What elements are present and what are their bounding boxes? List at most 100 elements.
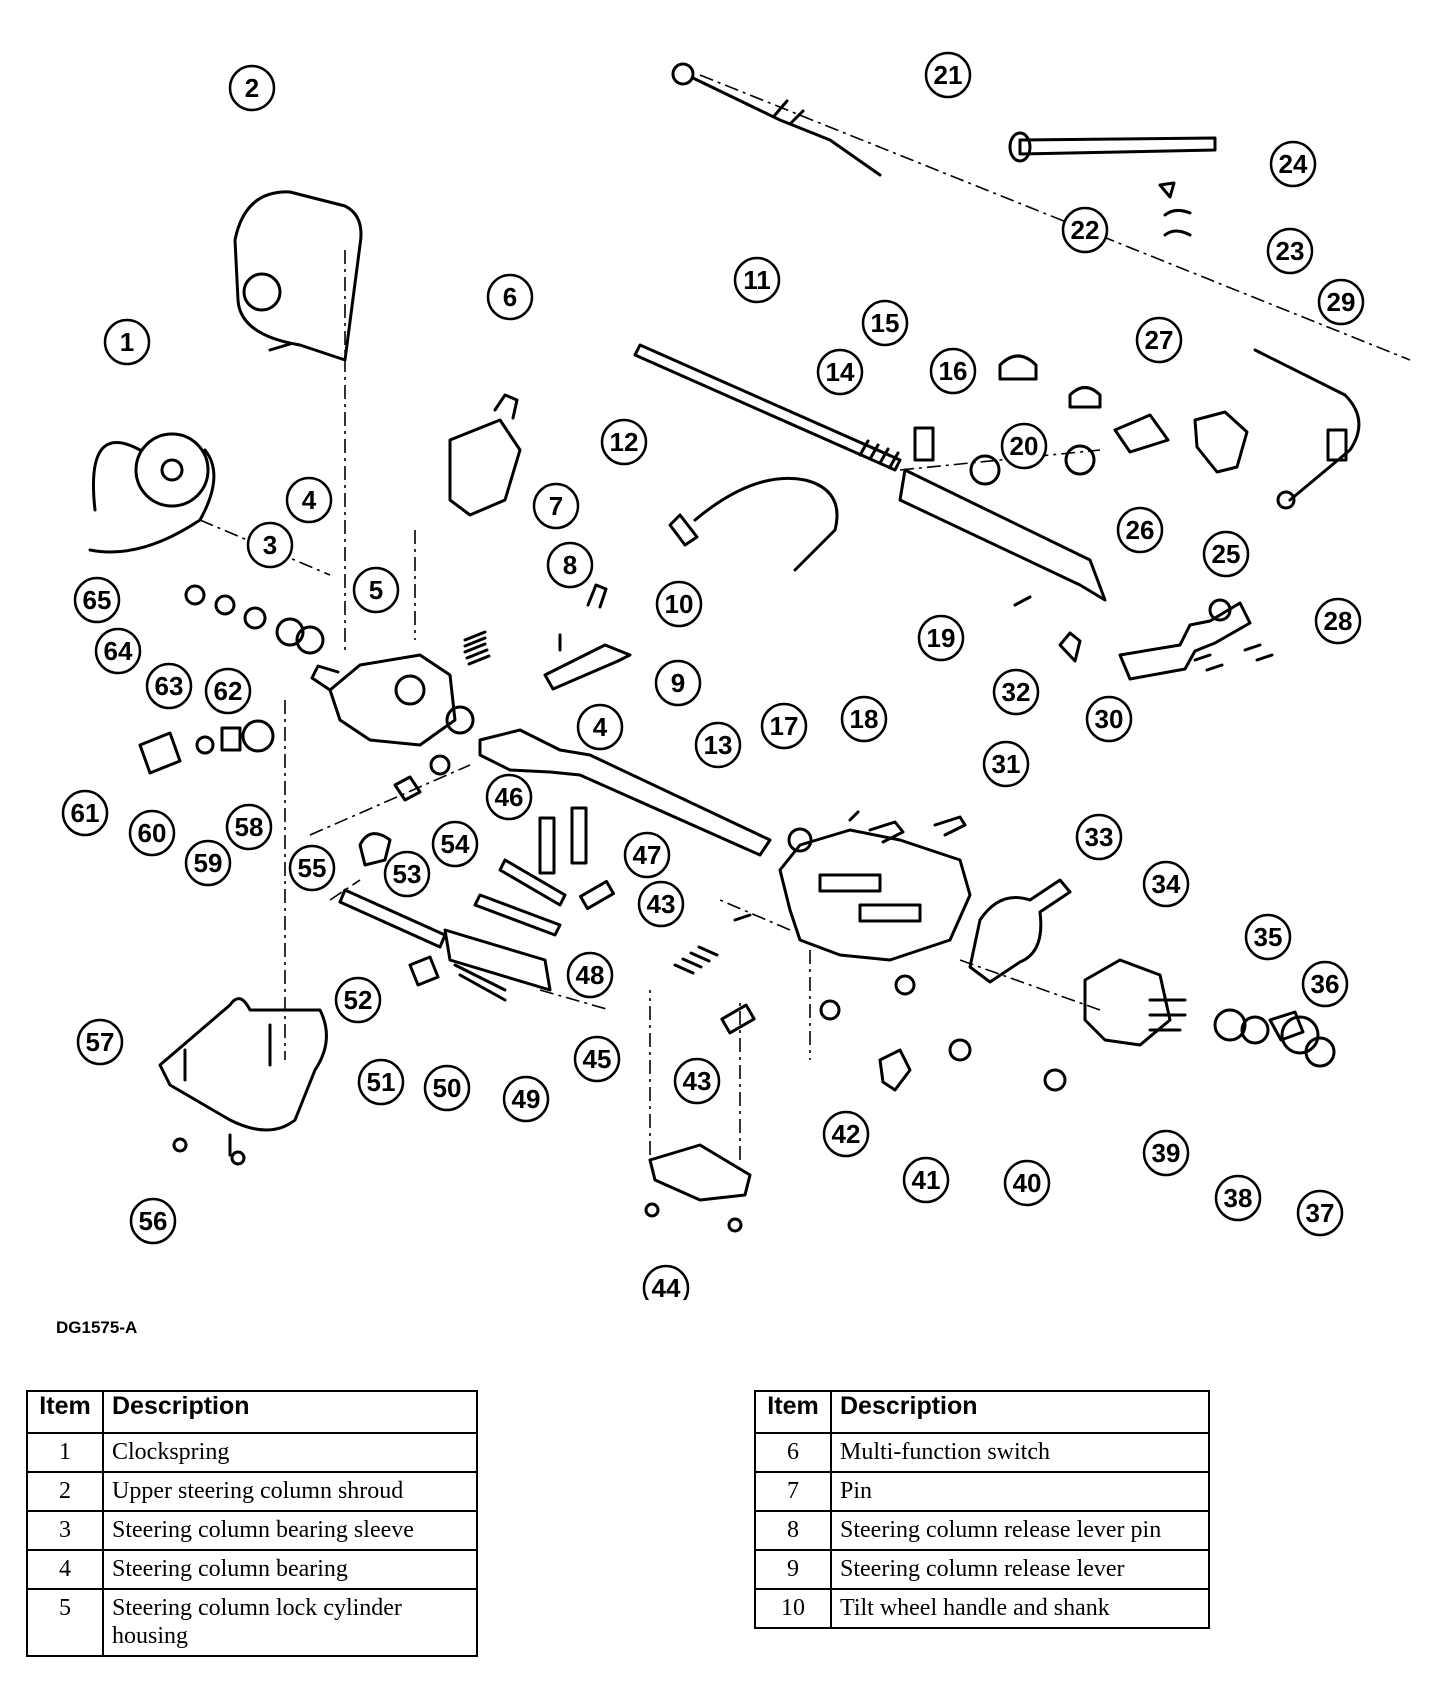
callout-number: 58 bbox=[235, 812, 264, 842]
callout-number: 33 bbox=[1085, 822, 1114, 852]
column-header-description: Description bbox=[102, 1390, 478, 1434]
callout-circle bbox=[733, 256, 781, 304]
callout-number: 16 bbox=[939, 356, 968, 386]
callout-number: 59 bbox=[194, 848, 223, 878]
callout-21: 21 bbox=[924, 51, 972, 99]
callout-30: 30 bbox=[1085, 695, 1133, 743]
callout-38: 38 bbox=[1214, 1174, 1262, 1222]
callout-27: 27 bbox=[1135, 316, 1183, 364]
callout-39: 39 bbox=[1142, 1129, 1190, 1177]
callout-circle bbox=[982, 740, 1030, 788]
callout-number: 2 bbox=[245, 73, 259, 103]
callout-circle bbox=[73, 576, 121, 624]
callout-circle bbox=[145, 662, 193, 710]
item-number: 1 bbox=[26, 1432, 104, 1473]
callout-number: 64 bbox=[104, 636, 133, 666]
callout-28: 28 bbox=[1314, 597, 1362, 645]
callout-13: 13 bbox=[694, 721, 742, 769]
callout-circle bbox=[225, 803, 273, 851]
callout-number: 23 bbox=[1276, 236, 1305, 266]
callout-41: 41 bbox=[902, 1156, 950, 1204]
callout-number: 50 bbox=[433, 1073, 462, 1103]
callout-number: 42 bbox=[832, 1119, 861, 1149]
callout-circle bbox=[423, 1064, 471, 1112]
callout-64: 64 bbox=[94, 627, 142, 675]
callout-circle bbox=[285, 476, 333, 524]
callout-20: 20 bbox=[1000, 422, 1048, 470]
lower-shroud-part bbox=[158, 997, 328, 1132]
callout-circle bbox=[288, 844, 336, 892]
callout-circle bbox=[1202, 530, 1250, 578]
callout-number: 54 bbox=[441, 829, 470, 859]
callout-circle bbox=[103, 318, 151, 366]
callout-circle bbox=[1317, 278, 1365, 326]
callout-number: 61 bbox=[71, 798, 100, 828]
callout-59: 59 bbox=[184, 839, 232, 887]
callout-circle bbox=[917, 614, 965, 662]
callout-46: 46 bbox=[485, 773, 533, 821]
callout-number: 13 bbox=[704, 730, 733, 760]
callout-number: 27 bbox=[1145, 325, 1174, 355]
exploded-view-diagram: 1234456789101112131415161718192021222324… bbox=[61, 51, 1411, 1300]
callout-number: 43 bbox=[683, 1066, 712, 1096]
callout-circle bbox=[61, 789, 109, 837]
callout-number: 48 bbox=[576, 960, 605, 990]
callout-circle bbox=[992, 668, 1040, 716]
callout-number: 18 bbox=[850, 704, 879, 734]
clockspring-part bbox=[134, 432, 210, 508]
lower-bracket-part bbox=[648, 1143, 752, 1202]
item-description: Steering column bearing sleeve bbox=[102, 1510, 478, 1551]
callout-61: 61 bbox=[61, 789, 109, 837]
callout-number: 9 bbox=[671, 668, 685, 698]
callout-circle bbox=[246, 521, 294, 569]
callout-circle bbox=[822, 1110, 870, 1158]
callout-4: 4 bbox=[285, 476, 333, 524]
callout-number: 5 bbox=[369, 575, 383, 605]
figure-id: DG1575-A bbox=[56, 1318, 138, 1337]
callout-circle bbox=[1085, 695, 1133, 743]
callout-29: 29 bbox=[1317, 278, 1365, 326]
callout-62: 62 bbox=[204, 667, 252, 715]
callout-circle bbox=[1301, 960, 1349, 1008]
callout-circle bbox=[673, 1057, 721, 1105]
callout-10: 10 bbox=[655, 580, 703, 628]
item-number: 2 bbox=[26, 1471, 104, 1512]
callout-number: 25 bbox=[1212, 539, 1241, 569]
item-number: 7 bbox=[754, 1471, 832, 1512]
callout-circle bbox=[357, 1058, 405, 1106]
callout-number: 15 bbox=[871, 308, 900, 338]
callout-circle bbox=[204, 667, 252, 715]
callout-34: 34 bbox=[1142, 860, 1190, 908]
callout-42: 42 bbox=[822, 1110, 870, 1158]
callout-circle bbox=[600, 418, 648, 466]
item-description: Upper steering column shroud bbox=[102, 1471, 478, 1512]
callout-number: 51 bbox=[367, 1067, 396, 1097]
callout-58: 58 bbox=[225, 803, 273, 851]
callout-55: 55 bbox=[288, 844, 336, 892]
callout-number: 12 bbox=[610, 427, 639, 457]
callout-number: 38 bbox=[1224, 1183, 1253, 1213]
item-number: 9 bbox=[754, 1549, 832, 1590]
callout-number: 56 bbox=[139, 1206, 168, 1236]
callout-circle bbox=[902, 1156, 950, 1204]
callout-circle bbox=[184, 839, 232, 887]
callout-9: 9 bbox=[654, 659, 702, 707]
callout-number: 26 bbox=[1126, 515, 1155, 545]
callout-circle bbox=[485, 773, 533, 821]
callout-number: 35 bbox=[1254, 922, 1283, 952]
callout-number: 19 bbox=[927, 623, 956, 653]
callout-number: 32 bbox=[1002, 677, 1031, 707]
callout-number: 43 bbox=[647, 889, 676, 919]
callout-number: 21 bbox=[934, 60, 963, 90]
callout-26: 26 bbox=[1116, 506, 1164, 554]
callout-19: 19 bbox=[917, 614, 965, 662]
callout-12: 12 bbox=[600, 418, 648, 466]
callout-circle bbox=[334, 976, 382, 1024]
callout-14: 14 bbox=[816, 348, 864, 396]
callout-37: 37 bbox=[1296, 1189, 1344, 1237]
